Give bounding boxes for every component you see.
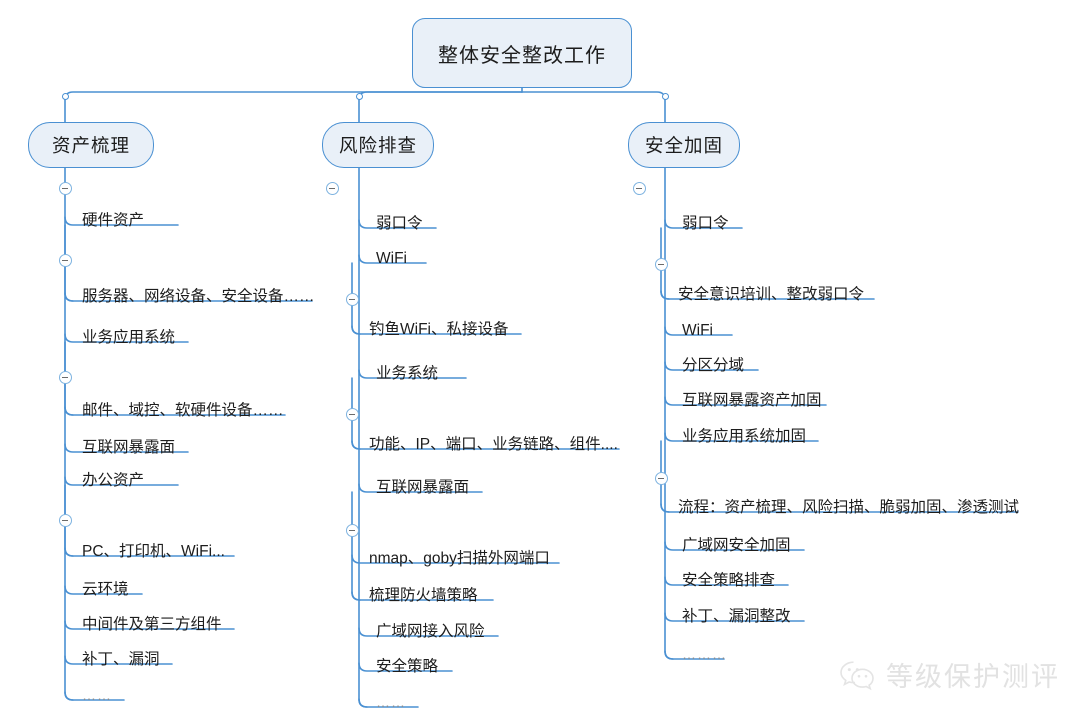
collapse-toggle-l1-0-0[interactable] (58, 253, 72, 267)
collapse-toggle-l1-2-4[interactable] (654, 471, 668, 485)
node-l2-0-3-0[interactable]: PC、打印机、WiFi... (82, 543, 225, 560)
node-l2-1-1-0[interactable]: 钓鱼WiFi、私接设备 (369, 321, 509, 338)
node-l1-2-3[interactable]: 互联网暴露资产加固 (682, 392, 822, 409)
collapse-toggle-l1-0-3[interactable] (58, 513, 72, 527)
node-l1-2-8[interactable]: ……… (682, 646, 727, 662)
collapse-toggle-branch-0[interactable] (58, 181, 72, 195)
node-l2-1-3-1[interactable]: 梳理防火墙策略 (369, 587, 478, 604)
node-l2-1-2-0[interactable]: 功能、IP、端口、业务链路、组件.... (369, 436, 618, 453)
node-l1-2-2[interactable]: 分区分域 (682, 357, 745, 374)
node-l1-2-1[interactable]: WiFi (682, 322, 713, 339)
node-l1-0-7[interactable]: …… (82, 687, 112, 703)
collapse-toggle-branch-2[interactable] (632, 181, 646, 195)
node-l1-0-1[interactable]: 业务应用系统 (82, 329, 176, 346)
wechat-icon (840, 660, 874, 690)
node-l1-0-0[interactable]: 硬件资产 (82, 212, 145, 229)
node-l1-2-7[interactable]: 补丁、漏洞整改 (682, 608, 791, 625)
node-l1-2-4[interactable]: 业务应用系统加固 (682, 428, 807, 445)
collapse-toggle-l1-1-1[interactable] (345, 292, 359, 306)
node-l1-1-1[interactable]: WiFi (376, 250, 407, 267)
collapse-toggle-l1-1-2[interactable] (345, 407, 359, 421)
node-l1-1-0[interactable]: 弱口令 (376, 215, 423, 232)
node-l1-1-4[interactable]: 广域网接入风险 (376, 623, 485, 640)
collapse-toggle-l1-1-3[interactable] (345, 523, 359, 537)
collapse-toggle-l1-2-0[interactable] (654, 257, 668, 271)
node-l2-2-0-0[interactable]: 安全意识培训、整改弱口令 (678, 286, 865, 303)
branch-node-2-label: 安全加固 (644, 135, 723, 156)
collapse-toggle-branch-1[interactable] (325, 181, 339, 195)
root-node-label: 整体安全整改工作 (438, 44, 606, 67)
branch-node-0[interactable]: 资产梳理 (28, 122, 154, 168)
collapse-toggle-l1-0-1[interactable] (58, 370, 72, 384)
node-l2-1-3-0[interactable]: nmap、goby扫描外网端口 (369, 550, 550, 567)
branch-node-1[interactable]: 风险排查 (322, 122, 434, 168)
branch-node-1-label: 风险排查 (338, 135, 417, 156)
node-l2-0-0-0[interactable]: 服务器、网络设备、安全设备…… (82, 288, 315, 305)
branch-node-0-label: 资产梳理 (51, 135, 130, 156)
node-l1-0-6[interactable]: 补丁、漏洞 (82, 651, 160, 668)
watermark: 等级保护测评 (838, 655, 1060, 694)
node-l2-2-4-0[interactable]: 流程：资产梳理、风险扫描、脆弱加固、渗透测试 (678, 499, 1020, 516)
node-l1-1-6[interactable]: …… (376, 694, 406, 710)
node-l1-0-2[interactable]: 互联网暴露面 (82, 439, 176, 456)
node-l1-0-5[interactable]: 中间件及第三方组件 (82, 616, 222, 633)
node-l1-2-6[interactable]: 安全策略排查 (682, 572, 776, 589)
node-l1-2-5[interactable]: 广域网安全加固 (682, 537, 791, 554)
branch-node-2[interactable]: 安全加固 (628, 122, 740, 168)
watermark-text: 等级保护测评 (886, 662, 1060, 692)
branch-junction-dot (355, 92, 363, 100)
branch-junction-dot (661, 92, 669, 100)
root-node[interactable]: 整体安全整改工作 (412, 18, 632, 88)
branch-junction-dot (61, 92, 69, 100)
node-l1-0-4[interactable]: 云环境 (82, 581, 129, 598)
node-l1-1-5[interactable]: 安全策略 (376, 658, 439, 675)
node-l1-0-3[interactable]: 办公资产 (82, 472, 145, 489)
node-l1-2-0[interactable]: 弱口令 (682, 215, 729, 232)
node-l1-1-2[interactable]: 业务系统 (376, 365, 439, 382)
node-l2-0-1-0[interactable]: 邮件、域控、软硬件设备…… (82, 402, 284, 419)
node-l1-1-3[interactable]: 互联网暴露面 (376, 479, 470, 496)
